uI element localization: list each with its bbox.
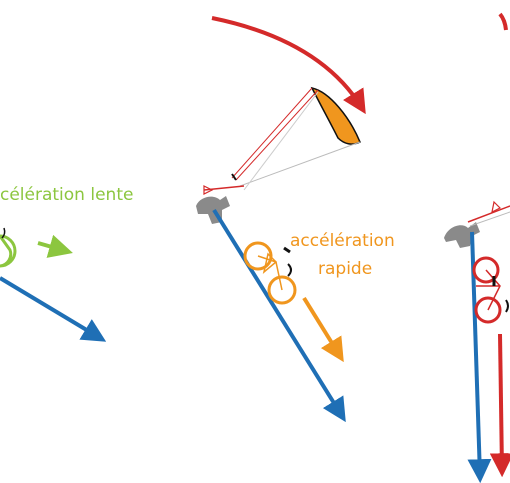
panel-vertical [444,12,510,483]
fast-label-line2: rapide [318,259,372,279]
rider-gray [196,196,230,224]
red-bike [472,256,509,324]
slow-acceleration-arrow [37,234,73,258]
slow-bike-handle [1,227,6,239]
kite-wing [310,86,361,145]
slow-slope-arrow [0,276,107,342]
slow-label: célération lente [0,185,133,205]
kite-motion-arrow [211,16,366,115]
kite-line-4 [243,91,319,191]
kite-line-3 [239,141,361,187]
panel3-red-curve [498,12,508,31]
red-bike-frame [476,269,501,311]
rider-gray-2 [444,222,480,248]
bar-triangle [203,185,214,195]
panel3-bar [467,205,510,223]
kite-line-2 [235,89,319,181]
red-bike-handle [505,299,509,313]
fast-bike-handle [287,263,292,277]
panel-slow: célération lente [0,185,133,342]
fast-bike-rear-wheel [267,275,297,305]
vertical-acceleration-arrow [489,333,510,478]
fast-label-line1: accélération [290,231,395,251]
fast-bike-seat [283,246,291,254]
panel-fast: accélération rapide [196,16,395,423]
fast-bike-frame [257,252,283,291]
red-bike-rear-wheel [474,296,502,324]
panel3-bar-triangle [491,200,502,214]
fast-acceleration-arrow [302,296,344,363]
red-bike-front-wheel [472,256,500,284]
fast-slope-arrow [212,208,346,423]
kite-line-1 [231,87,313,179]
bar-handle [231,173,237,181]
fast-bike [243,241,297,305]
slow-bike-wheel [0,234,17,268]
panel3-line [469,211,510,227]
